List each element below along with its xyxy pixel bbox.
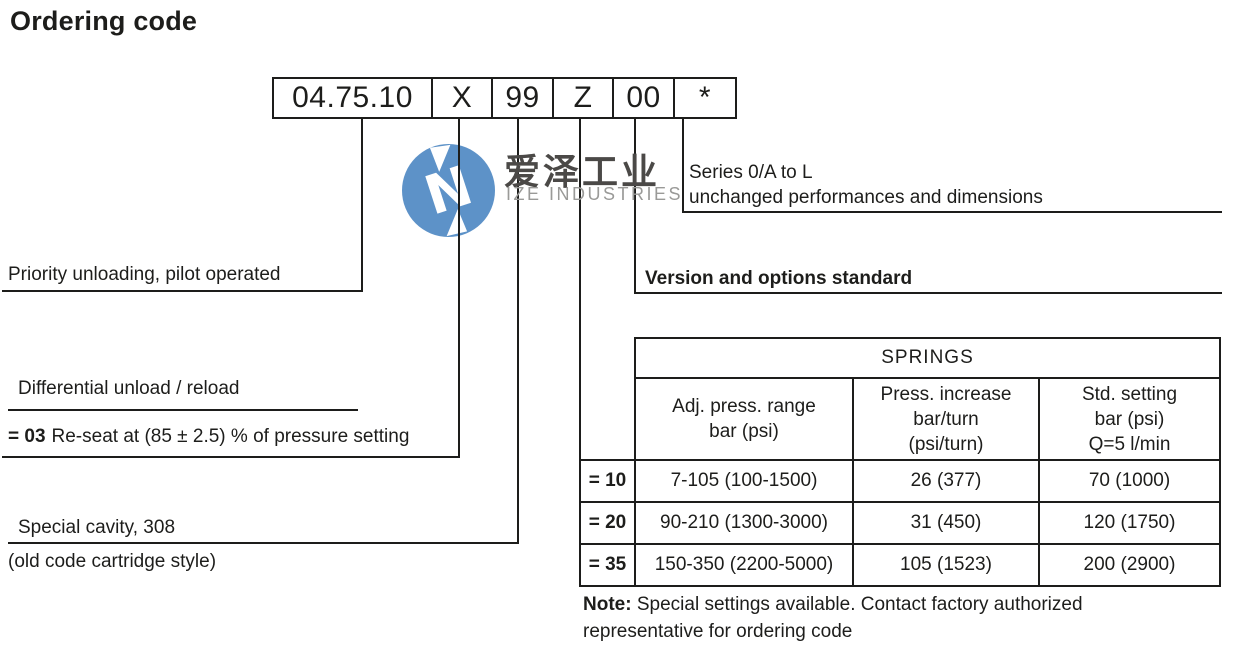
springs-table-title: SPRINGS — [634, 337, 1221, 379]
springs-title-spacer — [580, 338, 635, 378]
std-setting-cell: 200 (2900) — [1038, 543, 1221, 587]
increase-cell: 26 (377) — [852, 459, 1040, 503]
watermark-chinese-text: 爱泽工业 — [504, 151, 661, 192]
page-title: Ordering code — [10, 6, 198, 36]
table-note: Note: Special settings available. Contac… — [583, 591, 1083, 645]
watermark-latin-text: IZE INDUSTRIES — [506, 184, 684, 204]
increase-cell: 31 (450) — [852, 501, 1040, 545]
note-text: Special settings available. Contact fact… — [583, 594, 1083, 642]
underline-differential — [8, 409, 358, 411]
series-line2: unchanged performances and dimensions — [689, 187, 1043, 208]
col-header-std-setting: Std. setting bar (psi) Q=5 l/min — [1038, 377, 1221, 461]
spring-code-cell: = 35 — [579, 543, 636, 587]
code-segment-00: 00 — [612, 79, 673, 117]
col-header-press-increase: Press. increase bar/turn (psi/turn) — [852, 377, 1040, 461]
increase-cell: 105 (1523) — [852, 543, 1040, 587]
underline-reseat — [2, 456, 460, 458]
table-row-20: = 20 90-210 (1300-3000) 31 (450) 120 (17… — [579, 501, 1221, 545]
springs-header-row: Adj. press. range bar (psi) Press. incre… — [580, 377, 1221, 461]
code-segment-base: 04.75.10 — [292, 81, 413, 114]
note-label: Note: — [583, 594, 632, 615]
springs-header-spacer — [580, 378, 635, 460]
std-setting-cell: 120 (1750) — [1038, 501, 1221, 545]
spring-code-cell: = 20 — [579, 501, 636, 545]
leader-line-star — [682, 119, 684, 213]
differential-code: = 03 — [8, 426, 46, 447]
col-header-adj-press-range: Adj. press. range bar (psi) — [634, 377, 854, 461]
series-line1: Series 0/A to L — [689, 162, 813, 183]
differential-description: Re-seat at (85 ± 2.5) % of pressure sett… — [51, 426, 410, 447]
range-cell: 7-105 (100-1500) — [634, 459, 854, 503]
spring-code-cell: = 10 — [579, 459, 636, 503]
cavity-subtitle: (old code cartridge style) — [8, 551, 217, 572]
ize-logo-icon: N — [402, 144, 495, 237]
version-callout: Version and options standard — [645, 268, 913, 289]
leader-line-00 — [634, 119, 636, 294]
code-segment-99: 99 — [491, 79, 552, 117]
ordering-code-boxes: 04.75.10 X 99 Z 00 * — [272, 77, 737, 119]
underline-version — [634, 292, 1222, 294]
differential-title: Differential unload / reload — [18, 378, 240, 399]
springs-title-row: SPRINGS — [580, 337, 1221, 379]
range-cell: 90-210 (1300-3000) — [634, 501, 854, 545]
leader-line-base — [361, 119, 363, 292]
springs-table: SPRINGS Adj. press. range bar (psi) Pres… — [579, 337, 1221, 587]
underline-series — [682, 211, 1222, 213]
code-segment-z: Z — [552, 79, 612, 117]
leader-line-99 — [517, 119, 519, 544]
range-cell: 150-350 (2200-5000) — [634, 543, 854, 587]
cavity-title: Special cavity, 308 — [18, 517, 176, 538]
underline-priority — [2, 290, 363, 292]
code-segment-x: X — [431, 79, 491, 117]
underline-cavity — [8, 542, 519, 544]
code-segment-star: * — [673, 79, 735, 117]
std-setting-cell: 70 (1000) — [1038, 459, 1221, 503]
table-row-10: = 10 7-105 (100-1500) 26 (377) 70 (1000) — [579, 459, 1221, 503]
priority-callout: Priority unloading, pilot operated — [8, 264, 281, 285]
table-row-35: = 35 150-350 (2200-5000) 105 (1523) 200 … — [579, 543, 1221, 587]
leader-line-z — [579, 119, 581, 587]
leader-line-x — [458, 119, 460, 458]
series-callout: Series 0/A to L unchanged performances a… — [689, 160, 1043, 210]
